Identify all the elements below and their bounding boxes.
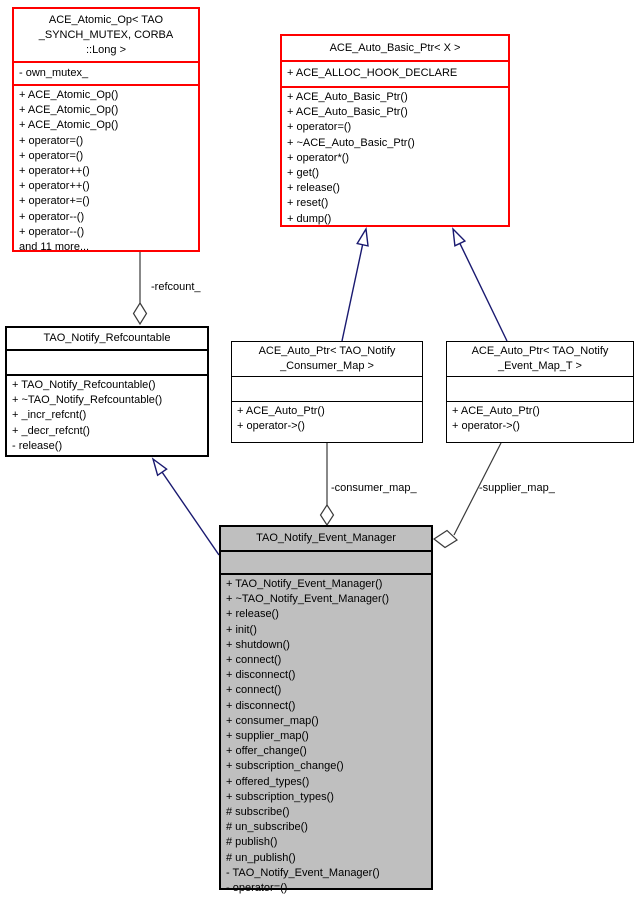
- class-title-line: _Event_Map_T >: [498, 360, 582, 372]
- method-line: + ACE_Auto_Basic_Ptr(): [287, 91, 408, 103]
- class-title: ACE_Auto_Ptr< TAO_Notify _Consumer_Map >: [232, 342, 422, 377]
- class-methods: + ACE_Auto_Ptr() + operator->(): [447, 402, 633, 442]
- method-line: + disconnect(): [226, 669, 296, 682]
- method-line: + disconnect(): [226, 699, 296, 712]
- method-line: + get(): [287, 167, 320, 180]
- method-line: + operator=(): [19, 149, 84, 162]
- method-line: + connect(): [226, 684, 282, 697]
- method-line: + supplier_map(): [226, 730, 309, 743]
- class-box-tao-notify-refcountable[interactable]: TAO_Notify_Refcountable + TAO_Notify_Ref…: [5, 326, 209, 457]
- method-line: + release(): [226, 608, 279, 621]
- edge-label-consumer-map: -consumer_map_: [331, 482, 417, 494]
- class-attributes: [221, 552, 431, 575]
- class-title-line: _Consumer_Map >: [280, 360, 374, 372]
- method-line: + init(): [226, 623, 257, 636]
- method-line: + subscription_change(): [226, 760, 344, 773]
- method-line: + operator--(): [19, 210, 85, 223]
- method-line: + operator=(): [287, 121, 352, 134]
- class-title-line: ACE_Auto_Ptr< TAO_Notify: [258, 345, 396, 357]
- method-line: + subscription_types(): [226, 790, 334, 803]
- method-line: + ACE_Atomic_Op(): [19, 119, 119, 132]
- attribute-line: - own_mutex_: [19, 66, 89, 79]
- method-line: # un_publish(): [226, 851, 296, 864]
- edge-aggregation-supplier-map: [432, 442, 502, 549]
- method-line: + TAO_Notify_Refcountable(): [12, 379, 156, 391]
- attribute-line: + ACE_ALLOC_HOOK_DECLARE: [287, 67, 458, 80]
- method-line: + shutdown(): [226, 638, 290, 651]
- class-box-tao-notify-event-manager[interactable]: TAO_Notify_Event_Manager + TAO_Notify_Ev…: [219, 525, 433, 894]
- method-line: + offered_types(): [226, 775, 310, 788]
- method-line: # subscribe(): [226, 806, 290, 819]
- class-title-line: TAO_Notify_Event_Manager: [256, 532, 396, 544]
- class-title: ACE_Atomic_Op< TAO_SYNCH_MUTEX, CORBA::L…: [14, 9, 198, 63]
- method-line: + operator->(): [452, 420, 520, 433]
- method-line: + operator=(): [19, 134, 84, 147]
- method-line: # publish(): [226, 836, 278, 849]
- method-line: + operator+=(): [19, 195, 90, 208]
- class-methods: + TAO_Notify_Event_Manager() + ~TAO_Notif…: [221, 575, 431, 896]
- method-line: + operator*(): [287, 151, 350, 164]
- class-box-ace-auto-ptr-consumer-map[interactable]: ACE_Auto_Ptr< TAO_Notify_Consumer_Map > …: [231, 341, 423, 443]
- class-attributes: [447, 377, 633, 402]
- class-title-line: ACE_Auto_Ptr< TAO_Notify: [471, 345, 609, 357]
- class-attributes: [7, 351, 207, 376]
- class-title: TAO_Notify_Refcountable: [7, 328, 207, 351]
- class-title: ACE_Auto_Basic_Ptr< X >: [282, 36, 508, 62]
- class-title-line: ::Long >: [85, 43, 127, 56]
- method-line: + reset(): [287, 197, 329, 210]
- method-line: + offer_change(): [226, 745, 307, 758]
- method-line: + operator++(): [19, 180, 90, 193]
- class-methods: + ACE_Auto_Ptr() + operator->(): [232, 402, 422, 442]
- edge-label-refcount: -refcount_: [151, 281, 201, 293]
- class-methods: + TAO_Notify_Refcountable() + ~TAO_Notify…: [7, 376, 207, 455]
- edge-inheritance-manager-refcountable: [151, 457, 220, 556]
- method-line: + TAO_Notify_Event_Manager(): [226, 578, 383, 590]
- class-title: ACE_Auto_Ptr< TAO_Notify _Event_Map_T >: [447, 342, 633, 377]
- class-box-ace-auto-basic-ptr[interactable]: ACE_Auto_Basic_Ptr< X > + ACE_ALLOC_HOOK…: [280, 34, 510, 227]
- class-methods: + ACE_Atomic_Op() + ACE_Atomic_Op() + ACE_…: [14, 86, 198, 255]
- class-attributes: + ACE_ALLOC_HOOK_DECLARE: [282, 62, 508, 88]
- method-line: + _decr_refcnt(): [12, 424, 90, 437]
- method-line: + ACE_Atomic_Op(): [19, 89, 119, 101]
- method-line: and 11 more...: [19, 241, 90, 254]
- edge-label-supplier-map: -supplier_map_: [479, 482, 555, 494]
- method-line: + operator->(): [237, 420, 305, 433]
- edge-aggregation-refcount: [132, 252, 148, 326]
- class-attributes: - own_mutex_: [14, 63, 198, 86]
- method-line: + ACE_Atomic_Op(): [19, 104, 119, 117]
- edge-inheritance-eventmap-basicptr: [452, 227, 508, 342]
- edge-inheritance-consumer-basicptr: [341, 226, 369, 342]
- class-title-line: ACE_Atomic_Op< TAO: [48, 13, 164, 26]
- method-line: + operator--(): [19, 225, 85, 238]
- method-line: + ACE_Auto_Ptr(): [237, 405, 325, 417]
- method-line: + _incr_refcnt(): [12, 409, 87, 422]
- method-line: + ~ACE_Auto_Basic_Ptr(): [287, 136, 415, 149]
- method-line: + release(): [287, 182, 340, 195]
- method-line: + ~TAO_Notify_Event_Manager(): [226, 593, 390, 606]
- class-box-ace-auto-ptr-event-map[interactable]: ACE_Auto_Ptr< TAO_Notify _Event_Map_T > +…: [446, 341, 634, 443]
- class-box-ace-atomic-op[interactable]: ACE_Atomic_Op< TAO_SYNCH_MUTEX, CORBA::L…: [12, 7, 200, 255]
- method-line: + operator++(): [19, 165, 90, 178]
- method-line: + ACE_Auto_Ptr(): [452, 405, 540, 417]
- class-attributes: [232, 377, 422, 402]
- method-line: - TAO_Notify_Event_Manager(): [226, 866, 380, 879]
- method-line: + consumer_map(): [226, 714, 319, 727]
- method-line: - operator=(): [226, 882, 288, 895]
- method-line: + connect(): [226, 654, 282, 667]
- method-line: + dump(): [287, 212, 332, 225]
- class-title-line: ACE_Auto_Basic_Ptr< X >: [329, 41, 461, 54]
- method-line: + ACE_Auto_Basic_Ptr(): [287, 106, 408, 119]
- class-title-line: TAO_Notify_Refcountable: [43, 332, 171, 344]
- class-title: TAO_Notify_Event_Manager: [221, 527, 431, 552]
- class-methods: + ACE_Auto_Basic_Ptr() + ACE_Auto_Basic_P…: [282, 88, 508, 227]
- method-line: + ~TAO_Notify_Refcountable(): [12, 394, 163, 407]
- method-line: - release(): [12, 439, 63, 452]
- method-line: # un_subscribe(): [226, 821, 308, 834]
- class-title-line: _SYNCH_MUTEX, CORBA: [38, 28, 174, 41]
